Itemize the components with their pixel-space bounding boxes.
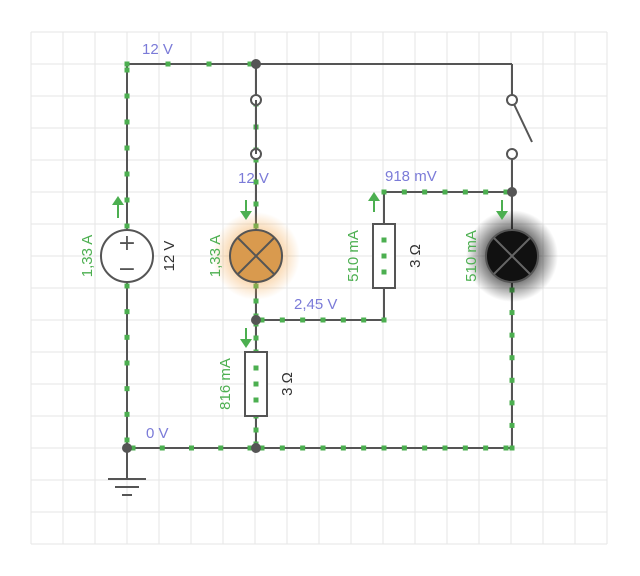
lamp-1[interactable] [212, 212, 300, 300]
node-top[interactable] [251, 59, 261, 69]
plus-icon: + [118, 231, 136, 256]
voltage-label-lamp-top: 12 V [238, 170, 269, 187]
ground-icon[interactable] [108, 478, 146, 496]
minus-icon: − [118, 257, 136, 282]
voltage-label-right-top: 918 mV [385, 168, 437, 185]
node-bottom[interactable] [251, 443, 261, 453]
current-label-resistor-bottom: 816 mA [217, 358, 234, 410]
resistor-middle-value: 3 Ω [407, 244, 424, 268]
arrow-down-icon [496, 200, 508, 220]
arrow-down-icon [240, 200, 252, 220]
arrow-up-icon [112, 196, 124, 218]
node-middle[interactable] [251, 315, 261, 325]
node-ground[interactable] [122, 443, 132, 453]
current-label-source: 1,33 A [79, 235, 96, 278]
current-label-lamp-1: 1,33 A [207, 235, 224, 278]
voltage-label-ground: 0 V [146, 425, 169, 442]
arrow-down-icon [240, 328, 252, 348]
lamp1-link[interactable] [250, 94, 262, 160]
node-right[interactable] [507, 187, 517, 197]
voltage-label-top-left: 12 V [142, 41, 173, 58]
source-value: 12 V [161, 241, 178, 272]
current-label-resistor-middle: 510 mA [345, 230, 362, 282]
switch-terminal-bottom[interactable] [506, 148, 518, 160]
voltage-source[interactable]: + − [100, 229, 154, 283]
arrow-up-icon [368, 192, 380, 212]
voltage-label-middle-node: 2,45 V [294, 296, 337, 313]
current-arrows [112, 192, 508, 348]
lamp-2[interactable] [466, 210, 558, 302]
switch[interactable] [506, 94, 533, 160]
nodes [122, 59, 517, 453]
switch-terminal-top[interactable] [506, 94, 518, 106]
resistor-current-dots [253, 237, 387, 403]
current-label-lamp-2: 510 mA [463, 230, 480, 282]
resistor-bottom-value: 3 Ω [279, 372, 296, 396]
